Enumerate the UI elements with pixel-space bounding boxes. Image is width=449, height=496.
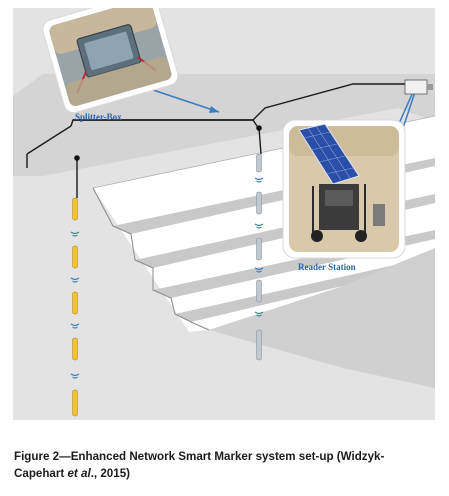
splitter-node-left bbox=[74, 155, 80, 161]
wifi-icon bbox=[70, 231, 80, 379]
caption-et-al: et al bbox=[67, 467, 91, 480]
figure-caption: Figure 2—Enhanced Network Smart Marker s… bbox=[14, 448, 434, 482]
pit-floor bbox=[209, 248, 435, 388]
network-cables bbox=[26, 83, 409, 198]
marker-yellow bbox=[72, 291, 78, 315]
splitter-node-mid bbox=[256, 125, 262, 131]
marker-grey bbox=[256, 237, 262, 261]
splitter-arrow-head bbox=[209, 106, 219, 113]
reader-station-label: Reader Station bbox=[298, 262, 356, 272]
caption-year: ., 2015) bbox=[90, 467, 131, 480]
reader-box-port bbox=[427, 84, 433, 90]
splitter-box-label: Splitter-Box bbox=[75, 112, 122, 122]
marker-yellow bbox=[72, 389, 78, 417]
caption-text: Figure 2—Enhanced Network Smart Marker s… bbox=[14, 450, 385, 480]
reader-box bbox=[404, 79, 428, 95]
network-setup-figure: Splitter-Box Reader bbox=[13, 8, 435, 420]
pit-diagram-svg: Splitter-Box Reader bbox=[13, 8, 435, 420]
marker-grey bbox=[256, 329, 262, 361]
marker-yellow bbox=[72, 245, 78, 269]
splitter-box-photo bbox=[42, 8, 179, 114]
solar-panel bbox=[298, 123, 360, 185]
marker-column-yellow bbox=[70, 197, 80, 417]
marker-column-grey bbox=[254, 153, 264, 361]
marker-grey bbox=[256, 191, 262, 215]
marker-yellow bbox=[72, 337, 78, 361]
marker-yellow bbox=[72, 197, 78, 221]
reader-station-photo bbox=[282, 119, 406, 259]
marker-grey bbox=[256, 279, 262, 303]
wifi-icon bbox=[254, 177, 264, 317]
marker-grey bbox=[256, 153, 262, 173]
